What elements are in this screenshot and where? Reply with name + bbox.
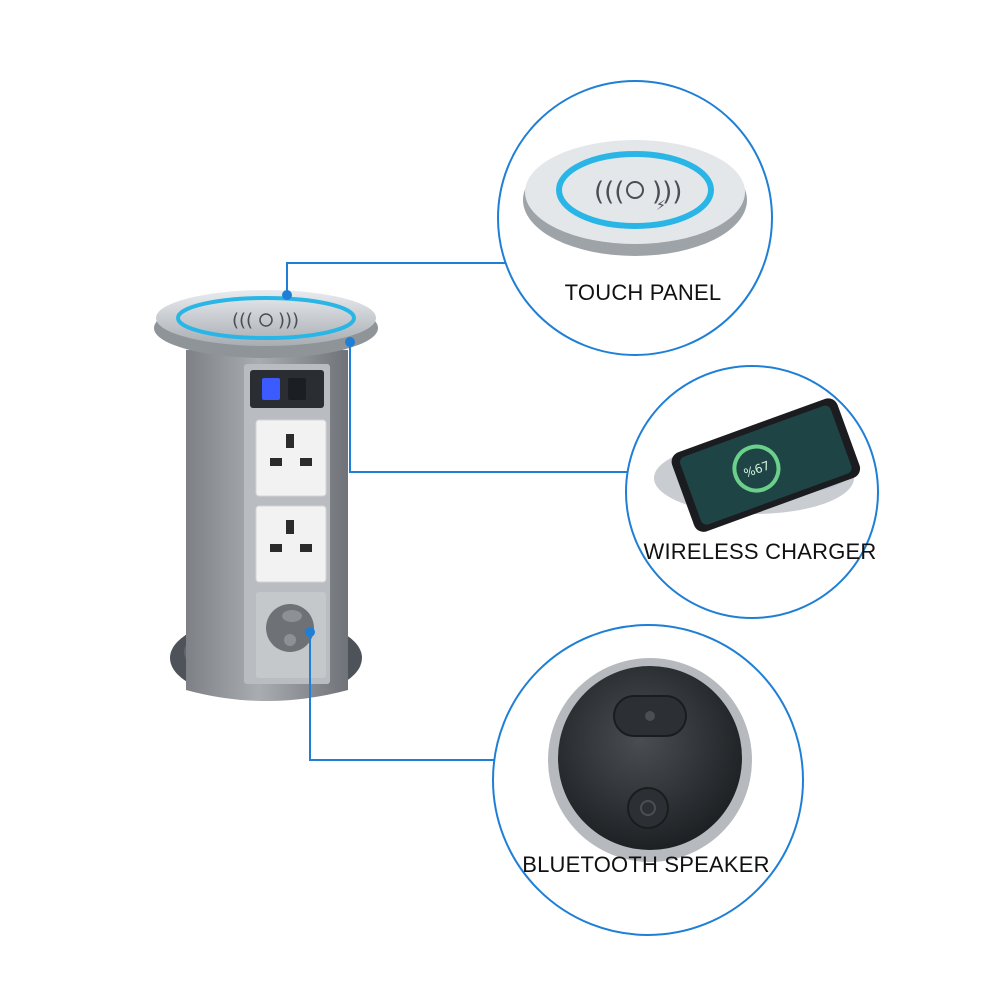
- touch-panel-label: TOUCH PANEL: [565, 280, 722, 305]
- battery-ring-icon: [732, 444, 781, 493]
- cap-touch-ring: [176, 296, 356, 340]
- uk-socket-1-pin-earth: [286, 434, 294, 448]
- cap-wave-left-icon: (((: [232, 310, 253, 331]
- speaker-face: [558, 666, 742, 850]
- touch-panel-wave-left-icon: (((: [594, 177, 624, 207]
- touch-panel-wave-right-icon: ))): [652, 177, 682, 207]
- touch-panel-ring: [556, 151, 714, 229]
- bluetooth-speaker-anchor-dot: [305, 627, 315, 637]
- speaker-top-button-icon: [645, 711, 655, 721]
- speaker-power-icon: [640, 800, 656, 816]
- speaker-button-bottom: [284, 634, 296, 646]
- bluetooth-speaker-callout: BLUETOOTH SPEAKER: [492, 624, 804, 936]
- smartphone: %67: [671, 398, 861, 532]
- uk-socket-2-pin-live: [270, 544, 282, 552]
- touch-panel-bolt-icon: ⚡: [656, 198, 666, 214]
- wireless-charger-callout: %67 WIRELESS CHARGER: [625, 365, 879, 619]
- speaker-power-button: [627, 787, 669, 829]
- uk-socket-1: [255, 419, 327, 497]
- usb-module: [250, 370, 324, 408]
- uk-socket-1-pin-neutral: [300, 458, 312, 466]
- popup-socket-tower: ((( ))): [154, 290, 378, 701]
- cap-wave-right-icon: ))): [278, 310, 299, 331]
- smartphone-screen: [680, 405, 852, 525]
- usb-port-b-icon: [288, 378, 306, 400]
- touch-panel-callout: ((( ))) ⚡ TOUCH PANEL: [497, 80, 773, 356]
- usb-port-a-icon: [262, 378, 280, 400]
- uk-socket-2-pin-earth: [286, 520, 294, 534]
- uk-socket-2: [255, 505, 327, 583]
- touch-panel-connector: [286, 262, 505, 295]
- uk-socket-2-pin-neutral: [300, 544, 312, 552]
- touch-panel-power-icon: [626, 181, 644, 199]
- touch-panel-anchor-dot: [282, 290, 292, 300]
- cap-power-icon: [259, 313, 273, 327]
- callout-lines: [286, 262, 628, 761]
- wireless-charger-label: WIRELESS CHARGER: [643, 539, 876, 564]
- bluetooth-speaker-label: BLUETOOTH SPEAKER: [522, 852, 770, 877]
- speaker-button-top: [282, 610, 302, 622]
- uk-socket-1-pin-live: [270, 458, 282, 466]
- wireless-charger-connector: [349, 342, 628, 473]
- bluetooth-speaker-connector: [309, 632, 495, 761]
- wireless-charger-anchor-dot: [345, 337, 355, 347]
